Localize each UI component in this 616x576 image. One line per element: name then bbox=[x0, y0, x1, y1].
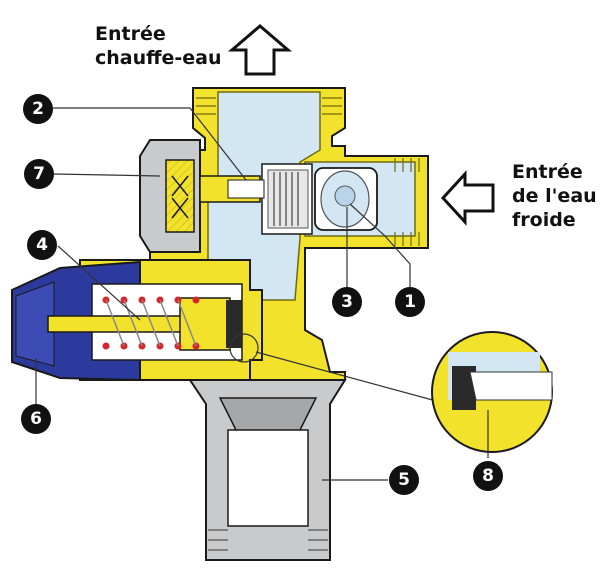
svg-text:6: 6 bbox=[30, 409, 42, 429]
label-entree-chauffe-eau: Entrée chauffe-eau bbox=[95, 23, 222, 69]
svg-text:1: 1 bbox=[404, 292, 416, 312]
svg-text:5: 5 bbox=[398, 470, 410, 490]
leader-lines bbox=[35, 107, 489, 481]
callout-4: 4 bbox=[27, 230, 57, 260]
callout-8: 8 bbox=[473, 461, 503, 491]
callout-2: 2 bbox=[23, 94, 53, 124]
check-valve bbox=[261, 163, 378, 235]
callout-7: 7 bbox=[24, 159, 54, 189]
label-entree-eau-froide: Entrée de l'eau froide bbox=[512, 161, 603, 231]
safety-valve bbox=[11, 259, 263, 382]
svg-text:2: 2 bbox=[32, 99, 44, 119]
seal-detail-zoom bbox=[229, 331, 553, 453]
svg-text:7: 7 bbox=[33, 164, 45, 184]
svg-text:3: 3 bbox=[341, 292, 353, 312]
callout-6: 6 bbox=[21, 404, 51, 434]
callout-1: 1 bbox=[395, 287, 425, 317]
svg-text:8: 8 bbox=[482, 466, 494, 486]
drain-outlet bbox=[188, 379, 347, 561]
callout-3: 3 bbox=[332, 287, 362, 317]
callout-5: 5 bbox=[389, 465, 419, 495]
hot-water-outlet-arrow bbox=[227, 24, 293, 76]
svg-text:4: 4 bbox=[36, 235, 48, 255]
isolating-cap bbox=[139, 139, 265, 253]
cold-water-inlet-arrow bbox=[440, 170, 495, 226]
